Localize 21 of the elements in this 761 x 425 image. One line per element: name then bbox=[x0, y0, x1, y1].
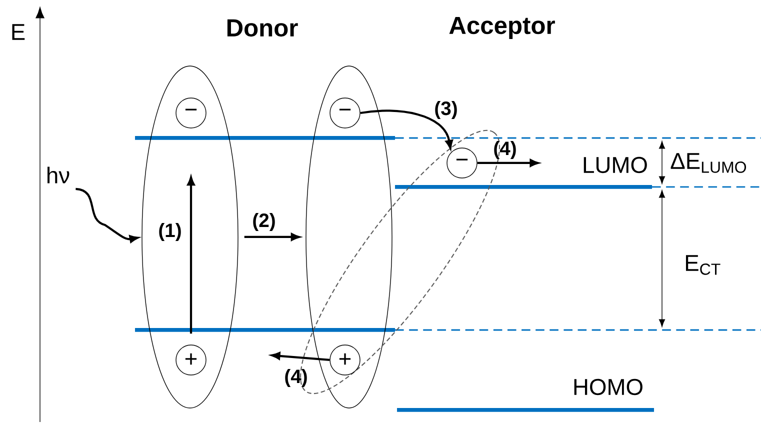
text-label: LUMO bbox=[584, 156, 647, 174]
arrow bbox=[76, 188, 138, 243]
text-label: Donor bbox=[227, 19, 298, 37]
edge-label: (1) bbox=[159, 222, 181, 241]
edge-label: (4) bbox=[285, 368, 307, 387]
edge-label: (2) bbox=[253, 212, 275, 231]
edge-label: (3) bbox=[435, 100, 457, 119]
photon-label: hν bbox=[48, 166, 70, 184]
text-label: E bbox=[12, 24, 25, 40]
arrow bbox=[187, 176, 195, 334]
arrow bbox=[244, 233, 300, 241]
arrow bbox=[271, 352, 330, 362]
edge-label: (4) bbox=[494, 140, 516, 159]
text-label: HOMO bbox=[574, 378, 642, 396]
text-label: Acceptor bbox=[449, 16, 555, 39]
arrow bbox=[477, 159, 539, 167]
exciton-ellipse bbox=[306, 66, 392, 408]
exciton-ellipse bbox=[142, 66, 238, 408]
text-label: ΔE$_{LUMO}$ bbox=[670, 153, 746, 173]
text-label: E$_{CT}$ bbox=[686, 255, 720, 275]
arrow bbox=[360, 110, 453, 149]
